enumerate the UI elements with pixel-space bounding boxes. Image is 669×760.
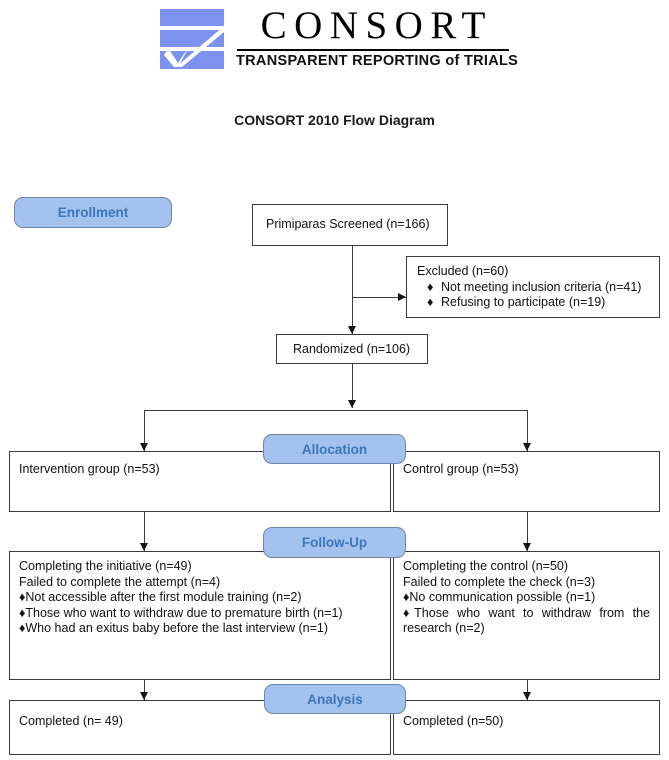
- arrowhead-randomized-in: [348, 326, 356, 334]
- phase-label-analysis: Analysis: [307, 691, 363, 707]
- phase-badge-analysis: Analysis: [264, 684, 406, 714]
- node-excluded: Excluded (n=60) ♦Not meeting inclusion c…: [406, 256, 660, 318]
- consort-logo: CONSORT TRANSPARENT REPORTING of TRIALS: [158, 2, 519, 78]
- arrowhead-control-in: [523, 443, 531, 451]
- arrowhead-followup-control-in: [523, 543, 531, 551]
- connector-screened-to-randomized: [352, 246, 353, 334]
- node-randomized-text: Randomized (n=106): [293, 342, 411, 356]
- connector-randomized-down: [352, 364, 353, 408]
- node-followup-intervention: Completing the initiative (n=49) Failed …: [9, 551, 391, 680]
- arrowhead-analysis-intervention-in: [140, 692, 148, 700]
- consort-wordmark-text: CONSORT: [260, 4, 493, 47]
- logo-divider: [237, 49, 509, 51]
- phase-badge-followup: Follow-Up: [263, 527, 406, 558]
- consort-tagline: TRANSPARENT REPORTING of TRIALS: [236, 53, 519, 69]
- connector-control-to-followup: [527, 512, 528, 551]
- connector-split-right: [527, 410, 528, 451]
- node-excluded-item-0: ♦Not meeting inclusion criteria (n=41): [427, 279, 642, 294]
- node-followup-intervention-text: Completing the initiative (n=49) Failed …: [19, 559, 343, 635]
- node-followup-control: Completing the control (n=50) Failed to …: [393, 551, 660, 680]
- page-title: CONSORT 2010 Flow Diagram: [234, 112, 435, 128]
- node-analysis-control: Completed (n=50): [393, 700, 660, 755]
- node-control-group: Control group (n=53): [393, 451, 660, 512]
- node-intervention-group-text: Intervention group (n=53): [19, 462, 160, 476]
- node-analysis-intervention-text: Completed (n= 49): [19, 714, 123, 728]
- phase-label-followup: Follow-Up: [301, 535, 368, 550]
- phase-label-enrollment: Enrollment: [57, 205, 129, 220]
- consort-logo-mark-icon: [160, 9, 224, 69]
- node-control-group-text: Control group (n=53): [403, 462, 519, 476]
- consort-wordmark: CONSORT TRANSPARENT REPORTING of TRIALS: [236, 2, 519, 78]
- node-screened: Primiparas Screened (n=166): [252, 204, 448, 246]
- bullet-icon: ♦: [427, 295, 434, 309]
- node-screened-text: Primiparas Screened (n=166): [266, 217, 430, 231]
- node-randomized: Randomized (n=106): [276, 334, 428, 364]
- node-excluded-item-1: ♦Refusing to participate (n=19): [427, 295, 606, 309]
- arrowhead-split-in: [348, 400, 356, 408]
- phase-badge-enrollment: Enrollment: [14, 197, 172, 228]
- arrowhead-intervention-in: [140, 443, 148, 451]
- node-analysis-control-text: Completed (n=50): [403, 714, 504, 728]
- connector-to-excluded: [352, 297, 406, 298]
- bullet-icon: ♦: [427, 279, 434, 294]
- node-followup-control-text: Completing the control (n=50) Failed to …: [403, 559, 650, 635]
- connector-intervention-to-followup: [144, 512, 145, 551]
- phase-badge-allocation: Allocation: [263, 434, 406, 464]
- phase-label-allocation: Allocation: [301, 441, 368, 457]
- arrowhead-analysis-control-in: [523, 692, 531, 700]
- connector-allocation-split-bar: [144, 410, 528, 411]
- arrowhead-excluded-in: [398, 293, 406, 301]
- arrowhead-followup-intervention-in: [140, 543, 148, 551]
- node-excluded-title: Excluded (n=60): [417, 264, 509, 278]
- connector-split-left: [144, 410, 145, 451]
